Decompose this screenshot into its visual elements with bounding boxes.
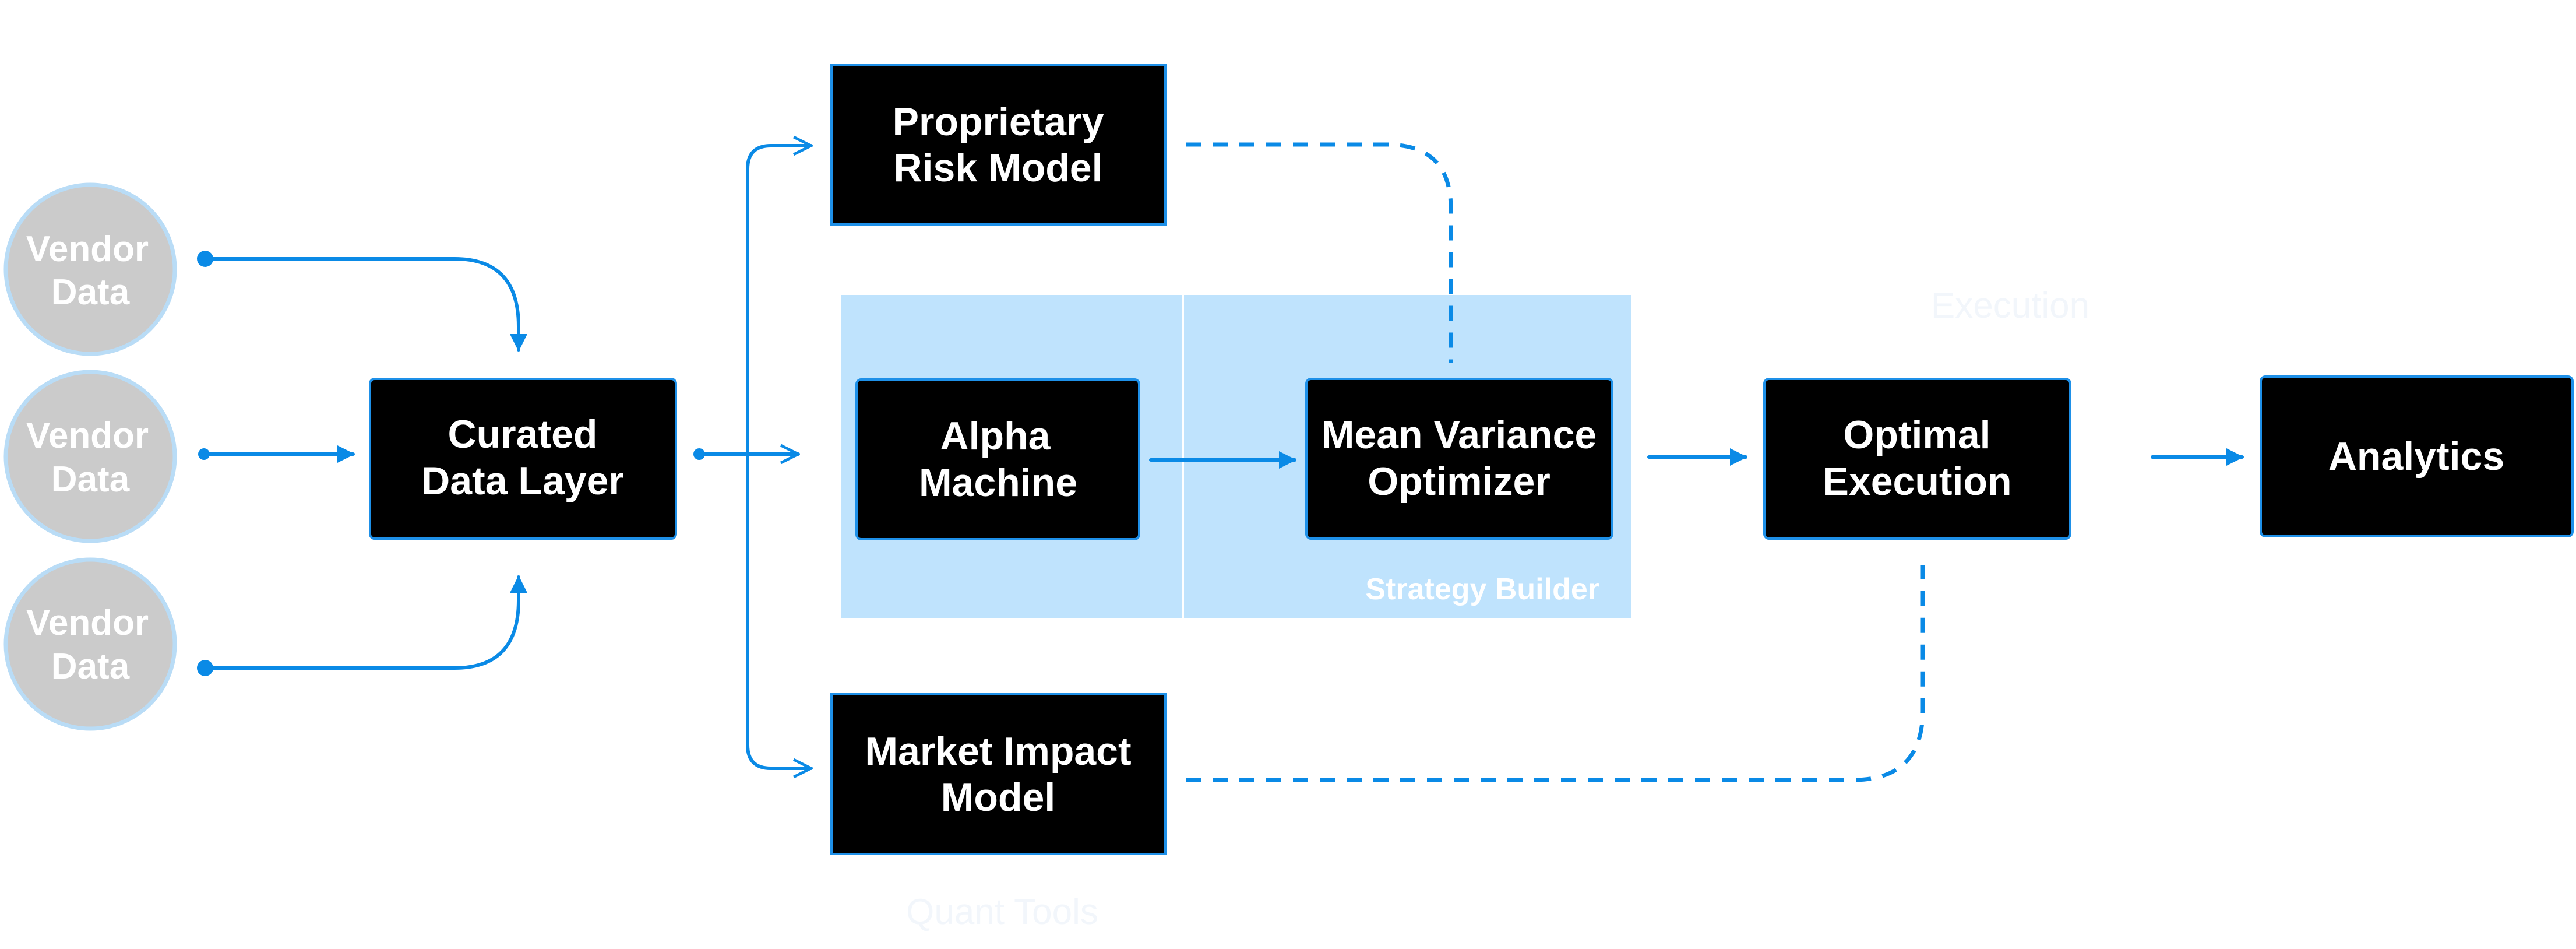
vendor-data-3-line1: Vendor bbox=[26, 603, 149, 643]
dashed-risk-to-optimizer bbox=[1186, 142, 1453, 363]
curated-data-layer-line2: Data Layer bbox=[421, 459, 624, 503]
optimizer-line2: Optimizer bbox=[1368, 459, 1550, 504]
vendor-data-2-line2: Data bbox=[51, 459, 130, 500]
vendor-data-3: Vendor Data bbox=[3, 557, 177, 731]
vendor-data-1-line1: Vendor bbox=[26, 229, 149, 269]
analytics-label: Analytics bbox=[2328, 434, 2504, 479]
connector-branch-market-impact bbox=[746, 452, 813, 779]
dot-vendor-1 bbox=[197, 251, 213, 267]
alpha-machine-node: Alpha Machine bbox=[855, 378, 1140, 540]
vendor-data-2: Vendor Data bbox=[3, 370, 177, 543]
market-impact-model-node: Market Impact Model bbox=[830, 693, 1167, 855]
connector-vendor-1 bbox=[203, 257, 527, 352]
optimal-execution-node: Optimal Execution bbox=[1763, 378, 2071, 540]
vendor-data-2-line1: Vendor bbox=[26, 416, 149, 456]
market-impact-line1: Market Impact bbox=[865, 729, 1131, 774]
optimal-execution-line1: Optimal bbox=[1843, 413, 1990, 457]
vendor-data-3-line2: Data bbox=[51, 646, 130, 687]
optimizer-line1: Mean Variance bbox=[1322, 413, 1597, 457]
faint-quant-tools-label: Quant Tools bbox=[906, 892, 1098, 932]
connector-branch-risk-model bbox=[746, 135, 813, 456]
connector-vendor-3 bbox=[203, 575, 527, 670]
optimal-execution-line2: Execution bbox=[1823, 459, 2012, 504]
analytics-node: Analytics bbox=[2260, 375, 2574, 537]
curated-data-layer-line1: Curated bbox=[448, 412, 598, 456]
mean-variance-optimizer-node: Mean Variance Optimizer bbox=[1305, 378, 1613, 540]
strategy-builder-label: Strategy Builder bbox=[1365, 572, 1599, 606]
market-impact-line2: Model bbox=[941, 775, 1055, 820]
risk-model-line2: Risk Model bbox=[894, 146, 1103, 190]
alpha-machine-line2: Machine bbox=[919, 461, 1077, 505]
vendor-data-1: Vendor Data bbox=[3, 182, 177, 356]
dot-vendor-3 bbox=[197, 660, 213, 676]
risk-model-line1: Proprietary bbox=[893, 100, 1104, 144]
vendor-data-1-line2: Data bbox=[51, 272, 130, 312]
dot-vendor-2 bbox=[198, 448, 210, 460]
curated-data-layer-node: Curated Data Layer bbox=[369, 378, 677, 540]
proprietary-risk-model-node: Proprietary Risk Model bbox=[830, 64, 1167, 226]
faint-execution-label: Execution bbox=[1931, 286, 2089, 326]
dot-curated-out bbox=[693, 448, 705, 460]
alpha-machine-line1: Alpha bbox=[940, 414, 1051, 458]
dashed-impact-to-execution bbox=[1186, 565, 1925, 782]
